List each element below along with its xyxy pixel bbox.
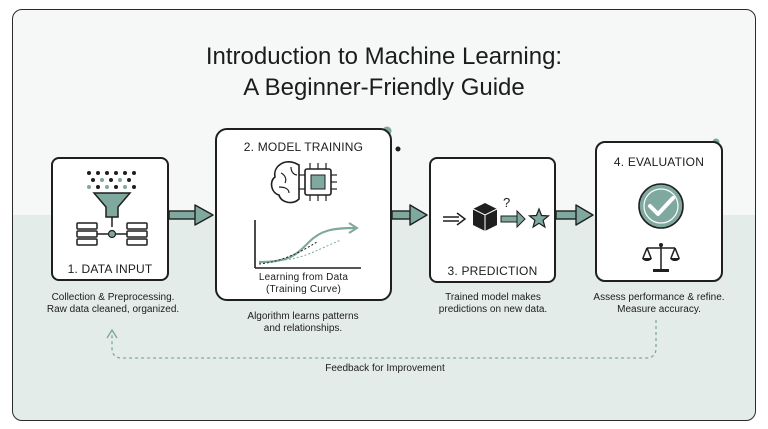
checkmark-icon [638,183,684,229]
svg-text:?: ? [503,195,510,210]
brain-chip-icon [270,161,337,204]
funnel-data-icon [76,171,148,246]
arrow-step3-to-step4 [555,204,594,226]
step-card-model-training: 2. MODEL TRAINING Learning from Data (Tr… [215,128,392,301]
caption-evaluation-line1: Assess performance & refine. [593,292,725,303]
step-card-evaluation: 4. EVALUATION [595,141,723,282]
cube-prediction-icon: ? [443,195,551,231]
caption-prediction: Trained model makes predictions on new d… [403,292,583,316]
step-label-prediction: 3. PREDICTION [447,264,538,278]
step-label-model-training: 2. MODEL TRAINING [243,140,364,154]
caption-model-training-line2: and relationships. [263,323,343,334]
caption-data-input-line2: Raw data cleaned, organized. [46,304,180,315]
training-curve-label-line2: (Training Curve) [265,284,342,295]
step-card-prediction: ? 3. PREDICTION [429,157,556,283]
step-label-evaluation: 4. EVALUATION [613,155,705,169]
caption-prediction-line1: Trained model makes [445,292,541,303]
caption-data-input-line1: Collection & Preprocessing. [51,292,175,303]
step-label-data-input: 1. DATA INPUT [67,262,153,276]
caption-data-input: Collection & Preprocessing. Raw data cle… [23,292,203,316]
diagram-frame: Introduction to Machine Learning: A Begi… [12,9,756,421]
arrow-step2-to-step3 [391,204,428,226]
ink-dot [395,146,401,152]
title-line-1: Introduction to Machine Learning: [205,43,563,70]
step-card-data-input: 1. DATA INPUT [51,157,169,281]
title-line-2: A Beginner-Friendly Guide [243,74,525,101]
training-curve-label-line1: Learning from Data [258,272,349,283]
training-curve-icon [254,220,361,269]
feedback-label: Feedback for Improvement [325,363,445,374]
arrow-step1-to-step2 [168,204,214,226]
caption-prediction-line2: predictions on new data. [438,304,548,315]
caption-model-training: Algorithm learns patterns and relationsh… [213,311,393,335]
balance-scale-icon [642,243,680,272]
caption-evaluation-line2: Measure accuracy. [617,304,701,315]
caption-model-training-line1: Algorithm learns patterns [247,311,359,322]
caption-evaluation: Assess performance & refine. Measure acc… [569,292,749,316]
